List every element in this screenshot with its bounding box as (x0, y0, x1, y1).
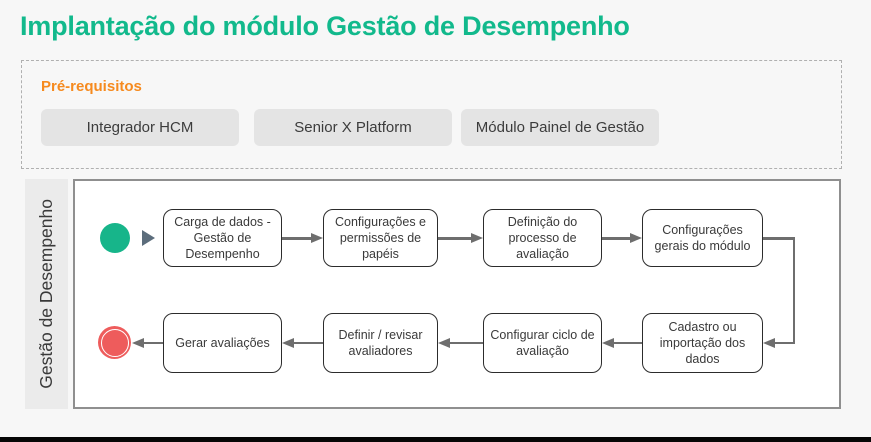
swimlane-label: Gestão de Desempenho (25, 179, 68, 409)
elbow-connector-top (763, 237, 795, 240)
arrow-row2-1 (614, 341, 642, 344)
end-event-circle (98, 326, 131, 359)
arrowhead-end-icon (132, 338, 144, 348)
arrow-row2-3 (294, 341, 323, 344)
bottom-border-bar (0, 437, 871, 442)
arrowhead-row1-1-icon (311, 233, 323, 243)
flow-step-definir-revisar: Definir / revisar avaliadores (323, 313, 438, 373)
arrowhead-row1-3-icon (630, 233, 642, 243)
flow-step-configuracoes-gerais: Configurações gerais do módulo (642, 209, 763, 267)
flow-step-configuracoes-permissoes: Configurações e permissões de papéis (323, 209, 438, 267)
arrow-row1-1 (282, 237, 311, 240)
arrowhead-elbow-icon (763, 338, 775, 348)
prerequisite-integrador-hcm[interactable]: Integrador HCM (41, 109, 239, 146)
start-marker-triangle-icon (142, 230, 155, 246)
arrowhead-row2-3-icon (282, 338, 294, 348)
elbow-connector-bottom (774, 341, 795, 344)
arrow-to-end-event (144, 341, 163, 344)
prerequisites-label: Pré-requisitos (41, 78, 142, 95)
flow-step-configurar-ciclo: Configurar ciclo de avaliação (483, 313, 602, 373)
arrow-row1-3 (602, 237, 630, 240)
arrow-row1-2 (438, 237, 471, 240)
prerequisites-panel: Pré-requisitos Integrador HCM Senior X P… (21, 60, 842, 169)
arrow-row2-2 (450, 341, 483, 344)
flow-step-definicao-processo: Definição do processo de avaliação (483, 209, 602, 267)
start-event-circle (100, 223, 130, 253)
prerequisite-senior-x-platform[interactable]: Senior X Platform (254, 109, 452, 146)
prerequisite-modulo-painel-gestao[interactable]: Módulo Painel de Gestão (461, 109, 659, 146)
flow-step-carga-de-dados: Carga de dados - Gestão de Desempenho (163, 209, 282, 267)
flow-step-cadastro-importacao: Cadastro ou importação dos dados (642, 313, 763, 373)
arrowhead-row2-2-icon (438, 338, 450, 348)
arrowhead-row2-1-icon (602, 338, 614, 348)
swimlane-label-text: Gestão de Desempenho (36, 199, 56, 389)
elbow-connector-vertical (792, 237, 795, 344)
flow-step-gerar-avaliacoes: Gerar avaliações (163, 313, 282, 373)
page-title: Implantação do módulo Gestão de Desempen… (20, 11, 630, 41)
arrowhead-row1-2-icon (471, 233, 483, 243)
process-flow-canvas: Carga de dados - Gestão de Desempenho Co… (73, 179, 841, 409)
